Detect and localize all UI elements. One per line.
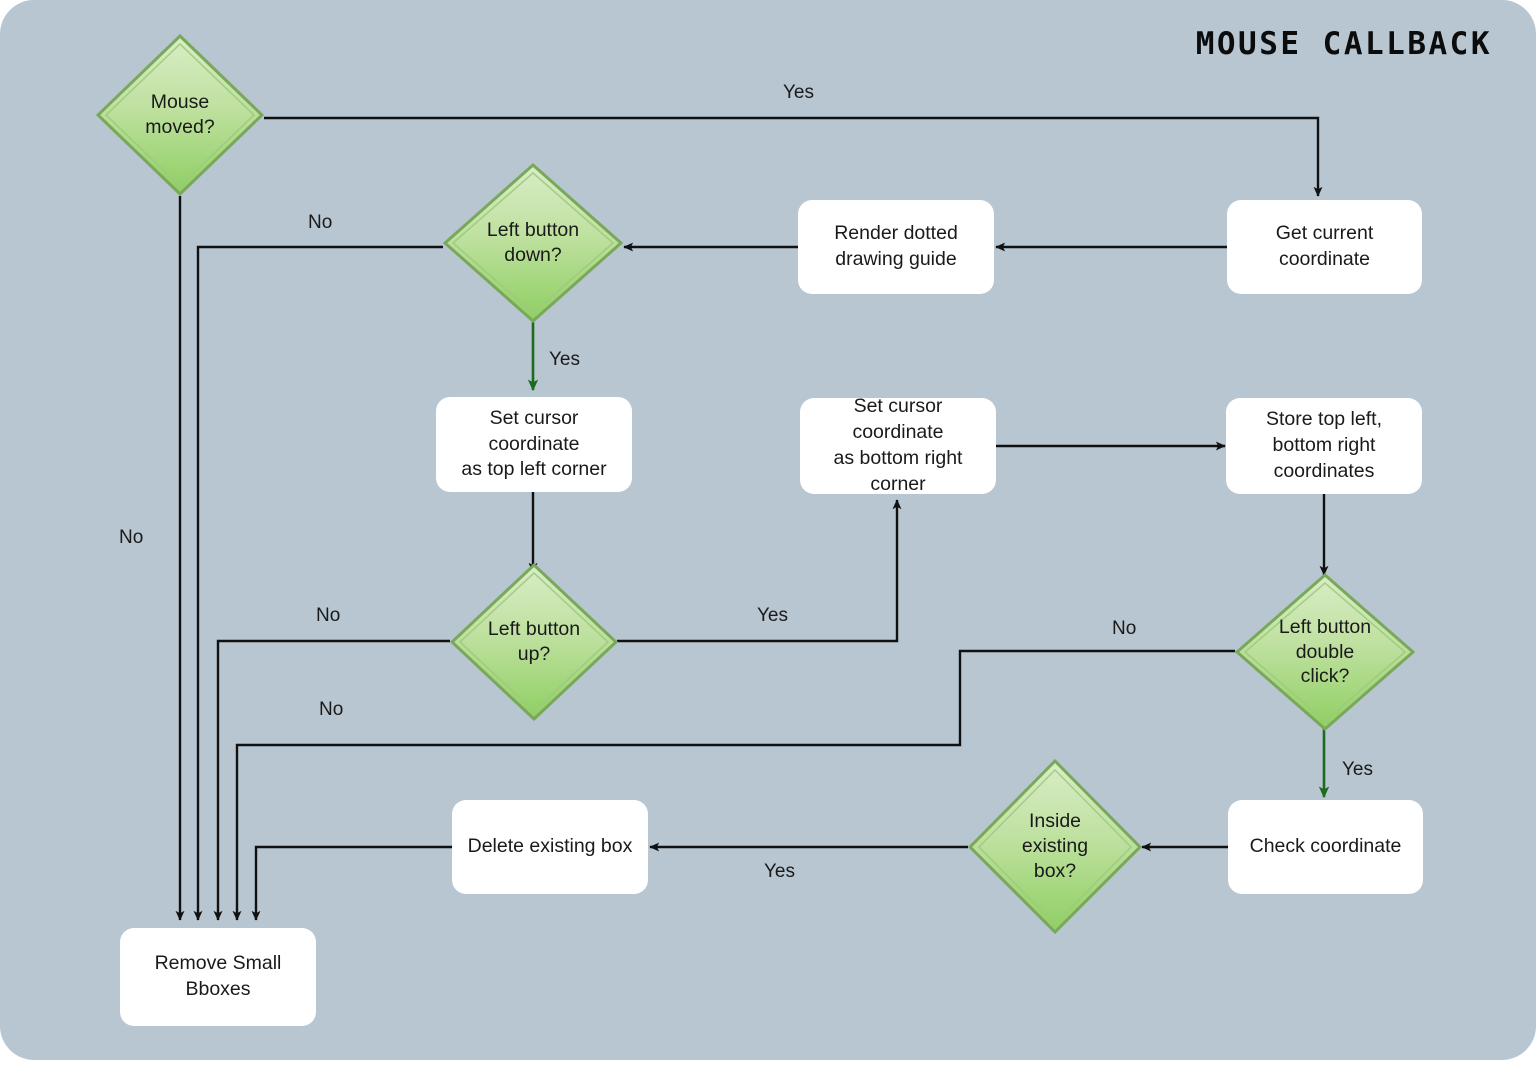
process-remove-small-bboxes[interactable]: Remove Small Bboxes	[120, 928, 316, 1026]
edge-label-left-button-down-no: No	[308, 212, 333, 233]
node-label: Check coordinate	[1249, 835, 1402, 858]
edge-label-left-button-up-no: No	[316, 605, 341, 626]
decision-label-line2: moved?	[145, 116, 215, 138]
node-label: Remove Small Bboxes	[154, 952, 282, 1000]
node-label: Get current coordinate	[1275, 222, 1374, 270]
decision-inside-existing-box[interactable]: Inside existing box?	[968, 759, 1142, 934]
node-label: Set cursor coordinate as top left corner	[461, 406, 607, 481]
decision-label: Mouse moved?	[116, 90, 244, 140]
process-store-coordinates[interactable]: Store top left, bottom right coordinates	[1226, 398, 1422, 494]
decision-left-button-double-click[interactable]: Left button double click?	[1235, 573, 1415, 731]
decision-left-button-up[interactable]: Left button up?	[450, 563, 618, 721]
diamond-shape	[443, 163, 623, 323]
decision-label: Left button double click?	[1278, 615, 1372, 688]
diamond-shape	[450, 563, 618, 721]
edge-label-inside-box-yes: Yes	[764, 861, 795, 882]
diamond-shape	[1235, 573, 1415, 731]
edge-label-left-button-down-yes: Yes	[549, 349, 580, 370]
edge-label-mouse-moved-no: No	[119, 527, 144, 548]
process-render-dotted-guide[interactable]: Render dotted drawing guide	[798, 200, 994, 294]
edge-label-double-click-no: No	[1112, 618, 1137, 639]
diamond-shape	[968, 759, 1142, 934]
edge-label-double-click-yes: Yes	[1342, 759, 1373, 780]
process-set-top-left-corner[interactable]: Set cursor coordinate as top left corner	[436, 397, 632, 492]
node-label: Set cursor coordinate as bottom right co…	[833, 395, 963, 495]
process-delete-existing-box[interactable]: Delete existing box	[452, 800, 648, 894]
process-check-coordinate[interactable]: Check coordinate	[1228, 800, 1423, 894]
edge-label-mouse-moved-yes: Yes	[783, 82, 814, 103]
node-label: Store top left, bottom right coordinates	[1266, 408, 1382, 482]
diamond-shape	[96, 34, 264, 196]
decision-label: Inside existing box?	[1021, 810, 1089, 882]
edge-label-inside-box-no: No	[319, 699, 344, 720]
decision-label-line1: Mouse	[150, 91, 210, 114]
decision-label: Left button up?	[487, 618, 581, 665]
process-get-current-coordinate[interactable]: Get current coordinate	[1227, 200, 1422, 294]
decision-label: Left button down?	[486, 219, 580, 266]
page-title: MOUSE CALLBACK	[1195, 26, 1492, 62]
decision-left-button-down[interactable]: Left button down?	[443, 163, 623, 323]
process-set-bottom-right-corner[interactable]: Set cursor coordinate as bottom right co…	[800, 395, 996, 495]
edge-label-left-button-up-yes: Yes	[757, 605, 788, 626]
decision-mouse-moved[interactable]: Mouse moved?	[96, 34, 264, 196]
node-label: Delete existing box	[467, 835, 633, 858]
node-label: Render dotted drawing guide	[834, 222, 958, 270]
